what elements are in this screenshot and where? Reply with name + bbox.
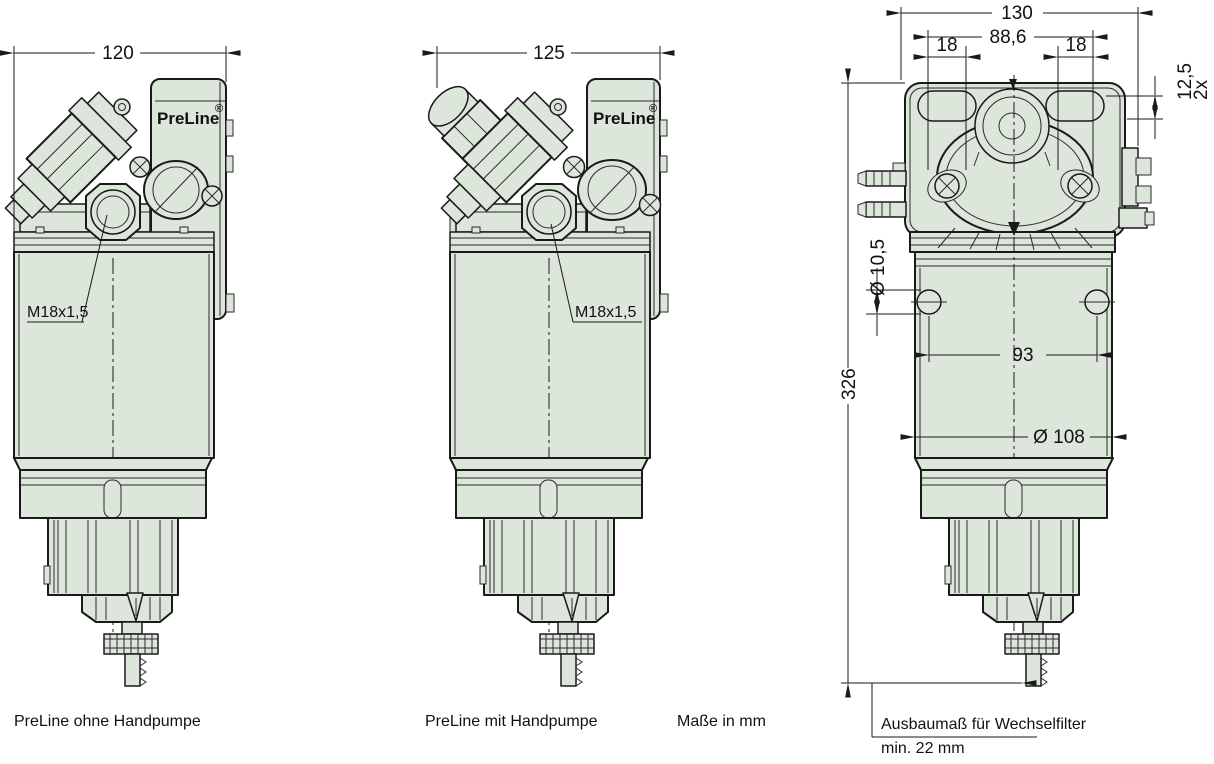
dim-2x-label: 2x: [1191, 79, 1212, 100]
port-thread-label-left: M18x1,5: [27, 304, 88, 321]
port-thread-label-middle: M18x1,5: [575, 304, 636, 321]
preline-logo-middle: PreLine: [593, 109, 655, 128]
removal-note-line2: min. 22 mm: [881, 740, 965, 757]
dim-130-label: 130: [1001, 3, 1033, 24]
removal-note-line1: Ausbaumaß für Wechselfilter: [881, 716, 1087, 733]
left-view-drawing: PreLine ®: [0, 75, 235, 687]
dim-18-left-label: 18: [936, 35, 957, 56]
dim-120-label: 120: [102, 43, 134, 64]
registered-mark-middle: ®: [649, 103, 657, 115]
right-view-dimensions: 130 88,6 18 18 12,5 2x Ø 10,5 93: [839, 3, 1212, 757]
dim-18-right-label: 18: [1065, 35, 1086, 56]
captions: PreLine ohne Handpumpe PreLine mit Handp…: [14, 713, 766, 730]
dim-hole-dia-label: Ø 10,5: [868, 239, 889, 296]
middle-view-drawing: PreLine ®: [423, 75, 669, 687]
left-view-dimensions: 120 M18x1,5: [0, 43, 241, 323]
right-view-drawing: [857, 75, 1155, 687]
registered-mark-left: ®: [215, 103, 223, 115]
dim-125-label: 125: [533, 43, 565, 64]
caption-left-view: PreLine ohne Handpumpe: [14, 713, 201, 730]
caption-middle-view: PreLine mit Handpumpe: [425, 713, 598, 730]
preline-logo-left: PreLine: [157, 109, 219, 128]
units-note: Maße in mm: [677, 713, 766, 730]
dim-height-label: 326: [839, 368, 860, 400]
dim-12-5-label: 12,5: [1175, 63, 1196, 100]
dim-93-label: 93: [1012, 345, 1033, 366]
dim-88-6-label: 88,6: [990, 27, 1027, 48]
middle-view-dimensions: 125 M18x1,5: [422, 43, 675, 323]
dim-body-dia-label: Ø 108: [1033, 427, 1085, 448]
